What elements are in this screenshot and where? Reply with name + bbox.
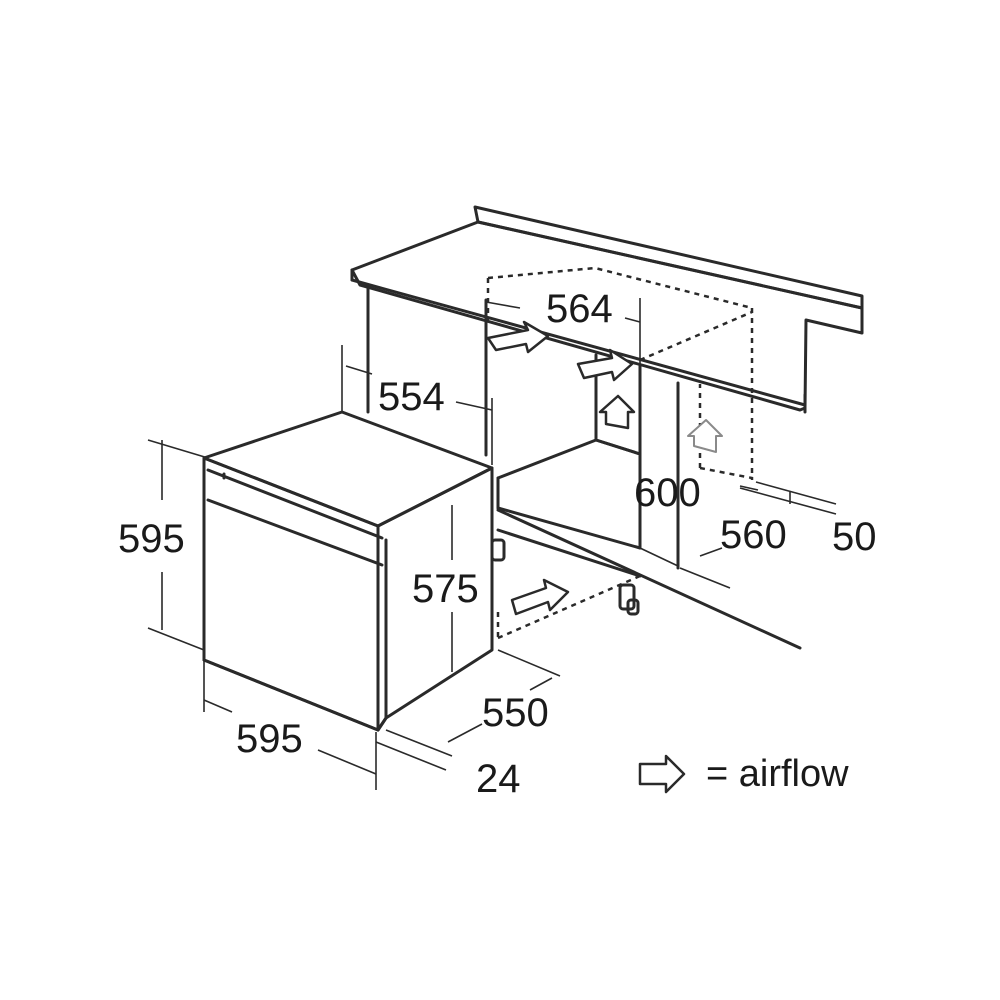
worktop xyxy=(350,205,864,414)
oven xyxy=(202,410,494,732)
airflow-arrow-icon xyxy=(598,394,636,430)
dim-oven-depth: 550 xyxy=(482,691,549,735)
dim-rear-gap: 50 xyxy=(832,515,877,559)
legend: = airflow xyxy=(638,753,849,795)
airflow-arrow-icon xyxy=(687,419,723,453)
airflow-arrow-icon xyxy=(576,348,634,382)
airflow-legend-arrow-icon xyxy=(638,754,686,794)
dim-oven-width: 595 xyxy=(236,717,303,761)
dim-niche-width-bottom: 560 xyxy=(720,513,787,557)
dim-oven-height: 595 xyxy=(118,517,185,561)
dimension-labels: 595 595 24 550 575 554 564 600 560 50 xyxy=(118,287,877,801)
dim-niche-depth: 554 xyxy=(378,375,445,419)
dimension-lines xyxy=(147,298,837,790)
dim-niche-width-top: 564 xyxy=(546,287,613,331)
dim-niche-height: 600 xyxy=(634,471,701,515)
airflow-arrows xyxy=(486,320,723,616)
airflow-arrow-icon xyxy=(486,320,550,354)
legend-label: = airflow xyxy=(706,753,849,795)
dim-inner-height: 575 xyxy=(412,567,479,611)
dim-front-depth: 24 xyxy=(476,757,521,801)
airflow-arrow-icon xyxy=(510,578,570,616)
